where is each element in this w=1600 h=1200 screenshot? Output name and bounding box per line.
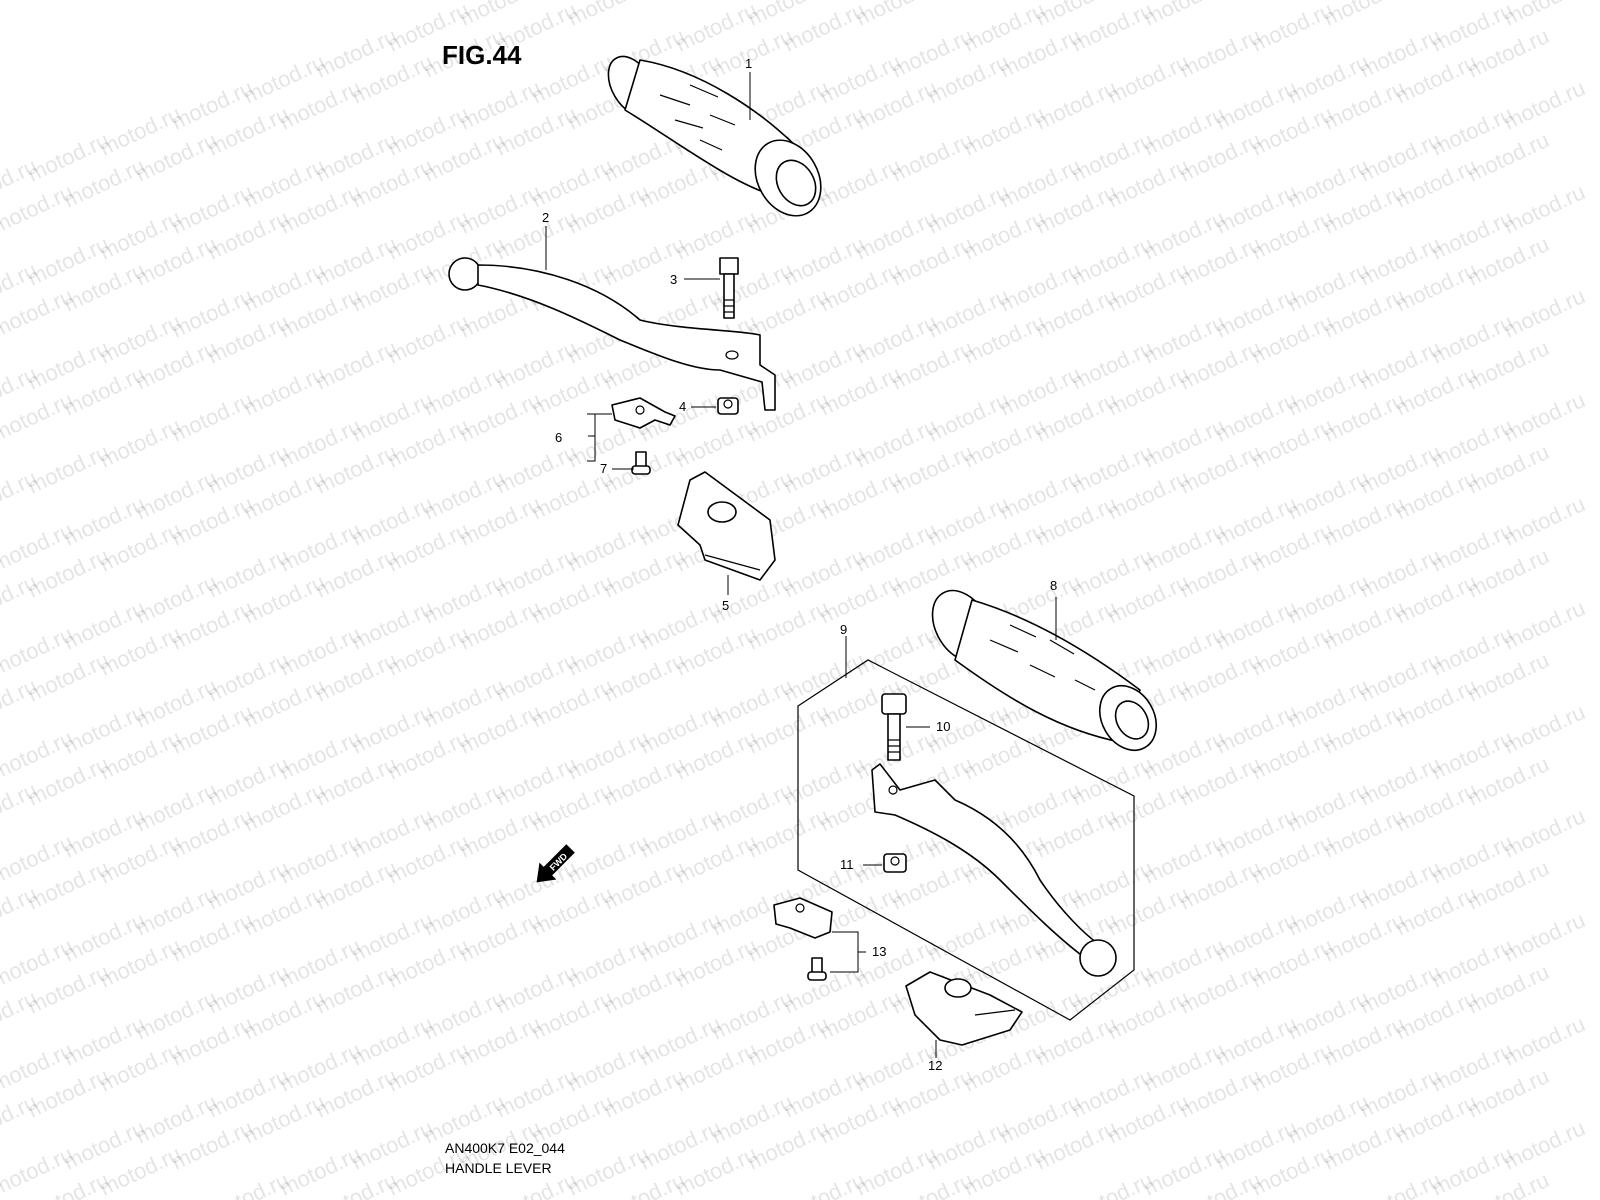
screw-upper bbox=[631, 451, 651, 475]
watermark-text: motod.ru bbox=[1500, 179, 1589, 238]
watermark-text: motod.ru bbox=[1500, 803, 1589, 862]
watermark-text: motod.ru bbox=[1500, 699, 1589, 758]
callout-1: 1 bbox=[745, 56, 752, 71]
nut-upper bbox=[717, 397, 739, 415]
watermark-text: motod.ru bbox=[1392, 0, 1481, 5]
pivot-bolt-upper bbox=[719, 257, 739, 319]
watermark-text: motod.ru bbox=[1500, 387, 1589, 446]
callout-labels: 1 2 3 4 5 6 7 8 9 10 11 12 13 bbox=[542, 56, 1057, 1073]
watermark-text: motod.ru bbox=[1500, 283, 1589, 342]
leader-lines bbox=[545, 72, 1057, 1058]
watermark-text: motod.ru bbox=[636, 0, 725, 5]
callout-6: 6 bbox=[555, 430, 562, 445]
stop-switch-upper bbox=[611, 397, 676, 429]
holder-cover-upper bbox=[677, 471, 776, 581]
watermark-text: motod.ru bbox=[924, 0, 1013, 5]
screw-lower bbox=[807, 957, 827, 981]
grip-upper bbox=[607, 55, 822, 217]
callout-7: 7 bbox=[600, 461, 607, 476]
watermark-text: motod.ru bbox=[1140, 0, 1229, 31]
watermark-text: motod.ru bbox=[1212, 0, 1301, 5]
part-name: HANDLE LEVER bbox=[445, 1160, 552, 1176]
figure-title: FIG.44 bbox=[442, 40, 522, 70]
grip-lower bbox=[931, 589, 1158, 751]
switch-lower bbox=[773, 897, 833, 939]
callout-11: 11 bbox=[840, 857, 854, 872]
callout-4: 4 bbox=[679, 399, 686, 414]
callout-13: 13 bbox=[872, 944, 886, 959]
callout-9: 9 bbox=[840, 622, 847, 637]
watermark-text: motod.ru bbox=[1500, 0, 1589, 31]
callout-5: 5 bbox=[722, 598, 729, 613]
holder-cover-lower bbox=[905, 971, 1023, 1046]
watermark-text: motod.ru bbox=[564, 0, 653, 31]
watermark-text: motod.ru bbox=[1320, 0, 1409, 31]
watermark-text: motod.ru bbox=[852, 0, 941, 31]
callout-12: 12 bbox=[928, 1058, 942, 1073]
watermark-text: motod.ru bbox=[1500, 491, 1589, 550]
watermark-text: motod.ru bbox=[1500, 1115, 1589, 1174]
callout-2: 2 bbox=[542, 210, 549, 225]
watermark-text: motod.ru bbox=[1500, 595, 1589, 654]
callout-8: 8 bbox=[1050, 578, 1057, 593]
brake-lever-upper bbox=[448, 257, 776, 411]
callout-3: 3 bbox=[670, 272, 677, 287]
nut-lower bbox=[883, 853, 907, 873]
watermark-text: motod.ru bbox=[1500, 907, 1589, 966]
clutch-lever-lower bbox=[871, 763, 1117, 977]
model-code: AN400K7 E02_044 bbox=[445, 1140, 565, 1156]
watermark-text: motod.ru bbox=[1500, 75, 1589, 134]
assembly-outline-9 bbox=[797, 659, 1135, 1021]
watermark-text: motod.ru bbox=[1500, 1011, 1589, 1070]
pivot-bolt-lower bbox=[881, 693, 907, 761]
callout-10: 10 bbox=[936, 719, 950, 734]
